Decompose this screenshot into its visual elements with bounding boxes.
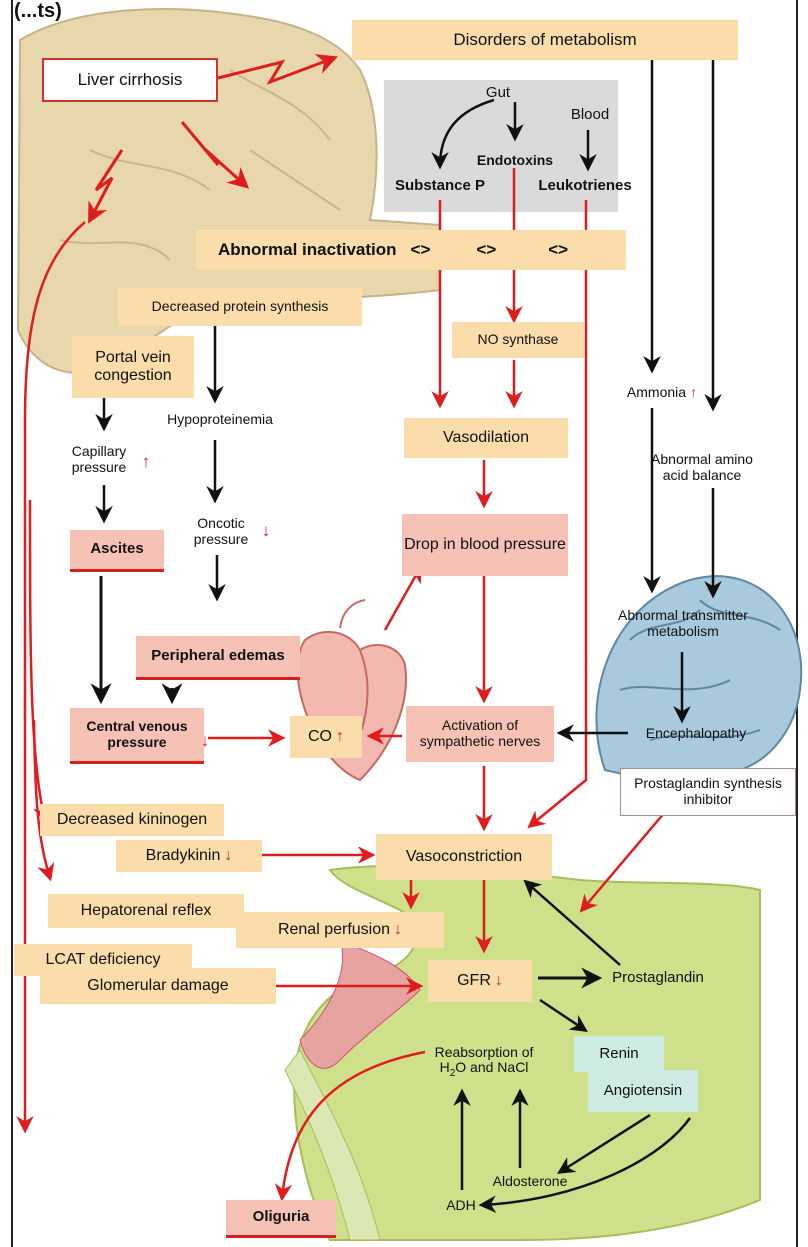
cvp-down-arrow: ↓ <box>196 730 210 752</box>
co-text: CO <box>308 728 332 746</box>
reabsorption-o-nacl: O and NaCl <box>455 1059 528 1075</box>
prostaglandin-synthesis-inhibitor-box: Prostaglandin synthesis inhibitor <box>620 768 796 816</box>
aldosterone-label: Aldosterone <box>482 1170 578 1194</box>
abnormal-inactivation-box: Abnormal inactivation <> <> <> <box>196 230 626 270</box>
angiotensin-box: Angiotensin <box>588 1070 698 1112</box>
oncotic-down-arrow: ↓ <box>256 520 272 542</box>
ammonia-text: Ammonia <box>627 385 686 401</box>
oliguria-box: Oliguria <box>226 1200 336 1238</box>
ammonia-up-arrow: ↑ <box>690 385 697 401</box>
decreased-kininogen-box: Decreased kininogen <box>40 804 224 836</box>
central-venous-pressure-box: Central venous pressure <box>70 708 204 764</box>
capillary-pressure-text: Capillary pressure <box>64 444 134 475</box>
adh-label: ADH <box>436 1194 486 1218</box>
capillary-up-arrow: ↑ <box>136 452 152 472</box>
vasodilation-box: Vasodilation <box>404 418 568 458</box>
reabsorption-h: H <box>440 1059 450 1075</box>
disorders-of-metabolism-box: Disorders of metabolism <box>352 20 738 60</box>
glomerular-damage-box: Glomerular damage <box>40 968 276 1004</box>
substance-p-label: Substance P <box>390 174 490 198</box>
arrow-to-hepatorenal <box>34 720 50 878</box>
prostaglandin-label: Prostaglandin <box>598 966 718 990</box>
central-venous-pressure-text: Central venous pressure <box>70 719 204 750</box>
peripheral-edemas-box: Peripheral edemas <box>136 636 300 680</box>
reabsorption-label: Reabsorption of H2O and NaCl <box>424 1038 544 1086</box>
bradykinin-box: Bradykinin↓ <box>116 840 262 872</box>
portal-vein-congestion-box: Portal vein congestion <box>72 336 194 398</box>
activation-sympathetic-box: Activation of sympathetic nerves <box>406 706 554 762</box>
cvp-down-symbol: ↓ <box>201 731 210 750</box>
decreased-protein-synthesis-box: Decreased protein synthesis <box>118 288 362 326</box>
inactivation-symbol-2: <> <box>476 240 496 259</box>
hepatorenal-reflex-box: Hepatorenal reflex <box>48 894 244 928</box>
arrow-to-kininogen <box>30 500 45 820</box>
bradykinin-text: Bradykinin <box>146 847 221 865</box>
inactivation-symbol-1: <> <box>411 240 431 259</box>
gfr-box: GFR↓ <box>428 960 532 1002</box>
drop-in-blood-pressure-box: Drop in blood pressure <box>402 514 568 576</box>
gut-label: Gut <box>478 82 518 104</box>
renin-box: Renin <box>574 1036 664 1072</box>
renal-perfusion-text: Renal perfusion <box>278 921 390 939</box>
header-partial-text: (...ts) <box>14 0 174 22</box>
renal-perfusion-down-arrow: ↓ <box>394 921 402 939</box>
inactivation-symbol-3: <> <box>548 240 568 259</box>
ascites-box: Ascites <box>70 530 164 572</box>
no-synthase-box: NO synthase <box>452 322 584 358</box>
oncotic-pressure-label: Oncotic pressure <box>188 512 254 552</box>
reabsorption-line1: Reabsorption of <box>435 1045 534 1061</box>
reabsorption-line2: H2O and NaCl <box>440 1060 529 1079</box>
vasoconstriction-box: Vasoconstriction <box>376 834 552 880</box>
oncotic-down-symbol: ↓ <box>262 521 271 540</box>
liver-cirrhosis-box: Liver cirrhosis <box>42 58 218 102</box>
capillary-up-symbol: ↑ <box>142 452 151 471</box>
gfr-text: GFR <box>457 972 491 990</box>
leukotrienes-label: Leukotrienes <box>530 174 640 198</box>
encephalopathy-label: Encephalopathy <box>630 722 762 746</box>
hypoproteinemia-label: Hypoproteinemia <box>150 408 290 432</box>
co-up-arrow: ↑ <box>336 728 344 746</box>
renal-perfusion-box: Renal perfusion↓ <box>236 912 444 948</box>
bradykinin-down-arrow: ↓ <box>224 847 232 865</box>
abnormal-inactivation-label: Abnormal inactivation <box>218 240 397 259</box>
abnormal-amino-acid-balance-label: Abnormal amino acid balance <box>642 448 762 488</box>
ammonia-label: Ammonia↑ <box>612 380 712 406</box>
co-box: CO↑ <box>290 716 362 758</box>
arrow-heart-bloodpressure <box>385 568 420 630</box>
abnormal-transmitter-metabolism-label: Abnormal transmitter metabolism <box>608 604 758 644</box>
gfr-down-arrow: ↓ <box>495 972 503 990</box>
endotoxins-label: Endotoxins <box>470 150 560 172</box>
blood-label: Blood <box>560 104 620 126</box>
